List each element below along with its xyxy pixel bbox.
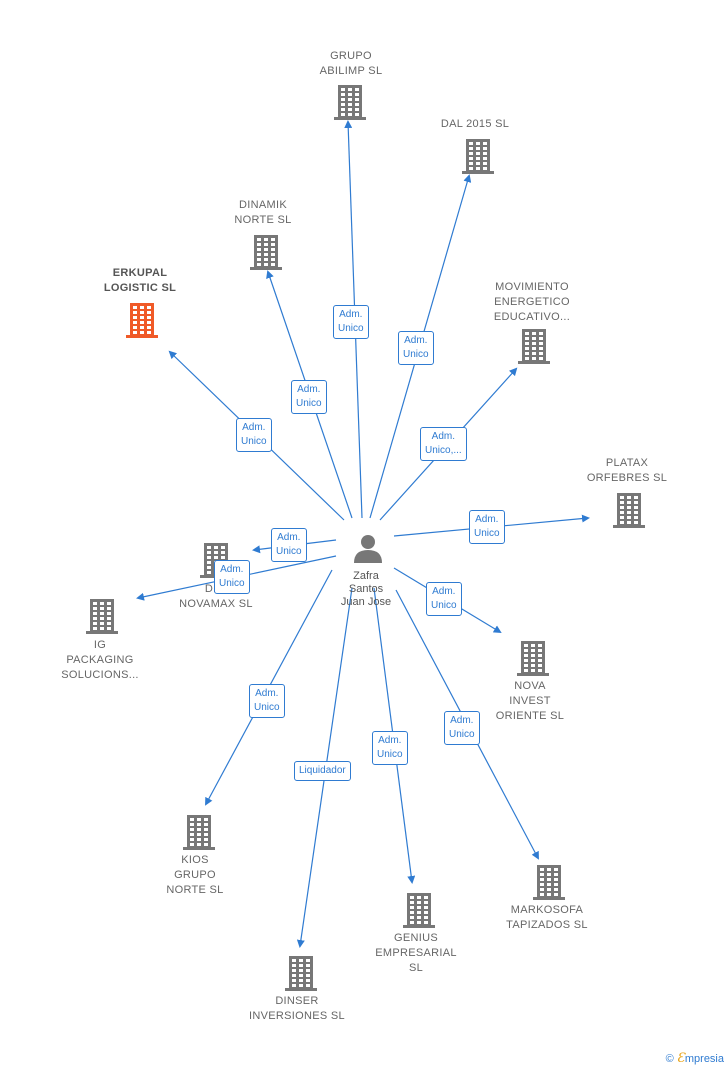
brand-name: mpresia: [684, 1053, 724, 1065]
role-badge: Adm. Unico: [214, 560, 250, 594]
building-icon: [462, 139, 494, 174]
company-label[interactable]: PLATAX ORFEBRES SL: [586, 457, 668, 484]
role-badge: Adm. Unico: [271, 528, 307, 562]
company-node-kios-grupo-norte[interactable]: [183, 814, 215, 855]
company-label[interactable]: ERKUPAL LOGISTIC SL: [103, 267, 177, 294]
building-icon: [403, 893, 435, 928]
copyright-symbol: ©: [665, 1053, 674, 1065]
role-badge: Adm. Unico: [249, 684, 285, 718]
company-node-genius-empresarial[interactable]: [403, 892, 435, 933]
role-badge: Adm. Unico: [398, 331, 434, 365]
person-name: Zafra Santos Juan Jose: [340, 570, 392, 608]
brand-initial: Ɛ: [676, 1051, 685, 1066]
company-label[interactable]: GENIUS EMPRESARIAL SL: [375, 932, 457, 974]
company-node-erkupal-logistic[interactable]: [126, 302, 158, 343]
company-label[interactable]: GRUPO ABILIMP SL: [319, 50, 383, 77]
role-badge: Adm. Unico: [426, 582, 462, 616]
building-icon: [517, 641, 549, 676]
company-node-dinser-inversiones[interactable]: [285, 955, 317, 996]
company-label[interactable]: MARKOSOFA TAPIZADOS SL: [506, 904, 588, 931]
role-badge: Adm. Unico,...: [420, 427, 467, 461]
company-label[interactable]: MOVIMIENTO ENERGETICO EDUCATIVO...: [493, 281, 571, 323]
company-node-markosofa-tapizados[interactable]: [533, 864, 565, 905]
person-icon: [354, 535, 382, 563]
role-badge: Liquidador: [294, 761, 351, 781]
company-label[interactable]: DINSER INVERSIONES SL: [249, 995, 345, 1022]
company-node-ig-packaging[interactable]: [86, 598, 118, 639]
company-label[interactable]: KIOS GRUPO NORTE SL: [166, 854, 224, 896]
building-icon: [250, 235, 282, 270]
company-node-grupo-abilimp[interactable]: [334, 84, 366, 125]
company-label[interactable]: DAL 2015 SL: [440, 118, 510, 130]
company-label[interactable]: NOVA INVEST ORIENTE SL: [495, 680, 565, 722]
building-icon: [533, 865, 565, 900]
role-badge: Adm. Unico: [333, 305, 369, 339]
role-badge: Adm. Unico: [291, 380, 327, 414]
role-badge: Adm. Unico: [372, 731, 408, 765]
company-label[interactable]: DINAMIK NORTE SL: [234, 199, 292, 226]
building-icon: [518, 329, 550, 364]
company-node-dal-2015[interactable]: [462, 138, 494, 179]
company-node-nova-invest[interactable]: [517, 640, 549, 681]
building-icon: [183, 815, 215, 850]
role-badge: Adm. Unico: [444, 711, 480, 745]
building-icon: [613, 493, 645, 528]
building-icon: [285, 956, 317, 991]
role-badge: Adm. Unico: [469, 510, 505, 544]
building-icon: [86, 599, 118, 634]
brand-logo: © Ɛmpresia: [666, 1051, 724, 1066]
company-node-dinamik-norte[interactable]: [250, 234, 282, 275]
company-node-movimiento-energetico[interactable]: [518, 328, 550, 369]
building-icon: [126, 303, 158, 338]
building-icon: [334, 85, 366, 120]
person-node[interactable]: [348, 532, 388, 564]
company-label[interactable]: IG PACKAGING SOLUCIONS...: [61, 639, 139, 681]
role-badge: Adm. Unico: [236, 418, 272, 452]
company-node-platax-orfebres[interactable]: [613, 492, 645, 533]
